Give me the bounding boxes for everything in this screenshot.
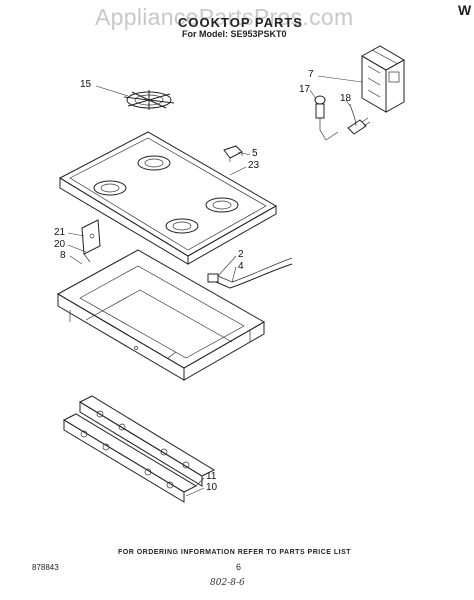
callout-5: 5 (252, 148, 258, 159)
ignitor-switch-part (314, 95, 339, 141)
callout-2: 2 (238, 249, 244, 260)
callout-21: 21 (54, 227, 66, 238)
burner-box-part (56, 249, 266, 381)
callout-23: 23 (248, 160, 260, 171)
callout-18: 18 (340, 93, 352, 104)
model-line: For Model: SE953PSKT0 (182, 29, 287, 39)
callout-8: 8 (60, 250, 66, 261)
bracket-box-part (360, 45, 406, 113)
callout-10: 10 (206, 482, 218, 493)
watermark-text: AppliancePartsPros.com (95, 4, 354, 30)
callout-20: 20 (54, 239, 66, 250)
manifold-panel-part (78, 395, 216, 487)
clip-part (223, 145, 243, 162)
corner-mark: W (458, 2, 472, 18)
ordering-note: FOR ORDERING INFORMATION REFER TO PARTS … (118, 549, 352, 556)
model-prefix: For Model: (182, 29, 228, 39)
callout-4: 4 (238, 261, 244, 272)
callout-15: 15 (80, 79, 92, 90)
cooktop-part (58, 131, 278, 265)
burner-grate-part (123, 90, 175, 110)
power-cord-part (347, 103, 371, 135)
handwritten-note: 802-8-6 (210, 578, 245, 588)
leader-lines (67, 75, 363, 497)
reference-number: 878843 (32, 563, 59, 572)
manifold-cover-part (62, 413, 198, 503)
callout-7: 7 (308, 69, 314, 80)
model-number: SE953PSKT0 (230, 29, 287, 39)
callout-11: 11 (206, 471, 217, 482)
diagram-title: COOKTOP PARTS (178, 15, 303, 30)
callout-17: 17 (299, 84, 311, 95)
valve-bracket-part (81, 219, 101, 263)
page-number: 6 (236, 562, 242, 572)
